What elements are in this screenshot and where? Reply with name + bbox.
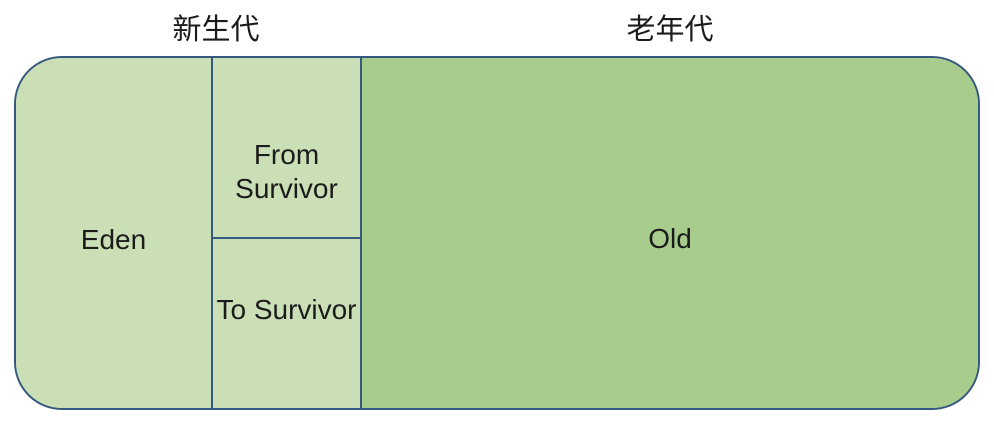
old-generation-label: 老年代	[626, 14, 714, 46]
survivor-column: From Survivor To Survivor	[213, 58, 362, 408]
old-label: Old	[648, 223, 692, 254]
from-survivor-region: From Survivor	[213, 58, 360, 239]
heap-container: Eden From Survivor To Survivor Old	[14, 56, 980, 410]
from-survivor-label: From Survivor	[235, 138, 338, 204]
to-survivor-label: To Survivor	[216, 293, 357, 325]
eden-region: Eden	[16, 58, 213, 408]
old-region: Old	[362, 58, 978, 408]
to-survivor-region: To Survivor	[213, 239, 360, 408]
eden-label: Eden	[80, 224, 147, 255]
young-generation-label: 新生代	[172, 14, 260, 46]
